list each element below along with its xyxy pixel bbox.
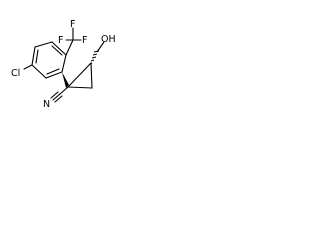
nitrile-nitrogen-label: N	[43, 99, 50, 110]
nitrile-triple-bond-3	[54, 95, 63, 103]
ring-bond-c5-c6	[45, 71, 63, 79]
nitrile-triple-bond-2	[50, 91, 59, 99]
ring-bond-c1-c2	[51, 41, 67, 56]
hashed-bond-to-hydroxymethyl	[89, 50, 100, 65]
hydroxyl-label: OH	[101, 34, 116, 45]
fluorine-right-label: F	[82, 35, 87, 46]
cyclopropane-bond-3-1	[67, 86, 93, 89]
cyclopropane-bond-1-2	[67, 62, 92, 88]
wedge-bond-ring-to-cyclopropane	[62, 72, 69, 88]
ring-double-c3-c4	[35, 49, 39, 64]
structure-canvas: F F F Cl N OH	[0, 0, 152, 152]
chlorine-label: Cl	[11, 68, 20, 79]
cyclopropane-bond-2-3	[90, 62, 93, 89]
nitrile-triple-bond-1	[52, 93, 61, 101]
bond-ring-cl	[23, 64, 33, 70]
ring-bond-c2-c3	[34, 41, 53, 48]
fluorine-top-label: F	[70, 19, 75, 30]
molecule-drawing: F F F Cl N OH	[11, 19, 116, 110]
ring-bond-c3-c4	[31, 46, 36, 66]
bond-ring-cf3	[65, 39, 74, 56]
ring-double-c5-c6	[46, 68, 60, 75]
bond-ch2-o	[96, 41, 105, 53]
ring-bond-c6-c1	[61, 54, 67, 73]
bonds	[23, 27, 93, 103]
bond-c-nitrile-carbon	[59, 86, 69, 95]
ring-bond-c4-c5	[31, 64, 47, 79]
ring-double-c1-c2	[51, 45, 63, 56]
fluorine-left-label: F	[58, 35, 63, 46]
